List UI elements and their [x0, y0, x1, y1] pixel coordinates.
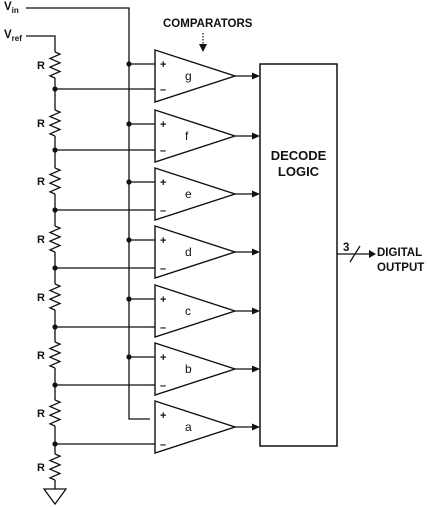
comparator-label: c	[185, 304, 191, 318]
resistor-label: R	[37, 408, 45, 420]
decode-label-line1: DECODE	[271, 148, 327, 163]
resistor-6	[48, 341, 62, 369]
comparator-output-arrowhead	[252, 72, 260, 80]
resistor-label: R	[37, 118, 45, 130]
resistor-ladder: R R R R R R R R	[37, 51, 150, 481]
resistor-label: R	[37, 462, 45, 474]
comparators-arrowhead	[199, 44, 207, 52]
resistor-label: R	[37, 234, 45, 246]
comparators-label: COMPARATORS	[163, 18, 253, 30]
minus-sign: –	[160, 84, 166, 96]
comparator-label: b	[185, 362, 192, 376]
resistor-1	[48, 51, 62, 79]
minus-sign: –	[160, 145, 166, 157]
resistor-5	[48, 283, 62, 311]
vref-wire	[26, 35, 56, 52]
comparator-output-arrowhead	[252, 132, 260, 140]
vin-wire	[26, 7, 150, 420]
plus-sign: +	[160, 59, 166, 71]
plus-sign: +	[160, 119, 166, 131]
comparator-label: d	[185, 245, 192, 259]
resistor-label: R	[37, 176, 45, 188]
comparator-output-arrowhead	[252, 365, 260, 373]
minus-sign: –	[160, 322, 166, 334]
output-bit-count: 3	[343, 242, 349, 254]
plus-sign: +	[160, 177, 166, 189]
output-label-line1: DIGITAL	[377, 247, 422, 259]
comparator-g	[154, 49, 238, 103]
comparator-label: e	[185, 187, 192, 201]
output-arrowhead	[369, 250, 376, 258]
comparator-f	[154, 109, 238, 163]
resistor-2	[48, 109, 62, 137]
ground-symbol	[42, 480, 68, 506]
comparator-output-arrowhead	[252, 248, 260, 256]
minus-sign: –	[160, 263, 166, 275]
resistor-8	[48, 453, 62, 481]
vin-label: Vin	[4, 1, 19, 15]
comparator-b	[154, 342, 238, 396]
comparator-d	[154, 225, 238, 279]
output-bus-slash	[349, 245, 361, 263]
comparator-e	[154, 167, 238, 221]
plus-sign: +	[160, 410, 166, 422]
resistor-label: R	[37, 292, 45, 304]
resistor-label: R	[37, 60, 45, 72]
comparator-c	[154, 284, 238, 338]
plus-sign: +	[160, 294, 166, 306]
resistor-label: R	[37, 350, 45, 362]
comparator-label: f	[185, 129, 189, 143]
plus-sign: +	[160, 352, 166, 364]
resistor-7	[48, 399, 62, 427]
resistor-4	[48, 225, 62, 253]
comparator-output-arrowhead	[252, 190, 260, 198]
resistor-3	[48, 167, 62, 195]
comparator-a	[154, 400, 238, 454]
minus-sign: –	[160, 205, 166, 217]
decode-label-line2: LOGIC	[278, 164, 320, 179]
comparator-bank: + – g + – f + – e + – d + – c + – b + – a	[126, 49, 260, 454]
minus-sign: –	[160, 380, 166, 392]
comparator-label: a	[185, 420, 192, 434]
comparator-label: g	[185, 69, 192, 83]
minus-sign: –	[160, 439, 166, 451]
plus-sign: +	[160, 235, 166, 247]
output-label-line2: OUTPUT	[377, 262, 424, 274]
comparator-output-arrowhead	[252, 307, 260, 315]
vref-label: Vref	[4, 29, 22, 43]
decode-logic-block	[259, 63, 338, 447]
comparator-output-arrowhead	[252, 423, 260, 431]
